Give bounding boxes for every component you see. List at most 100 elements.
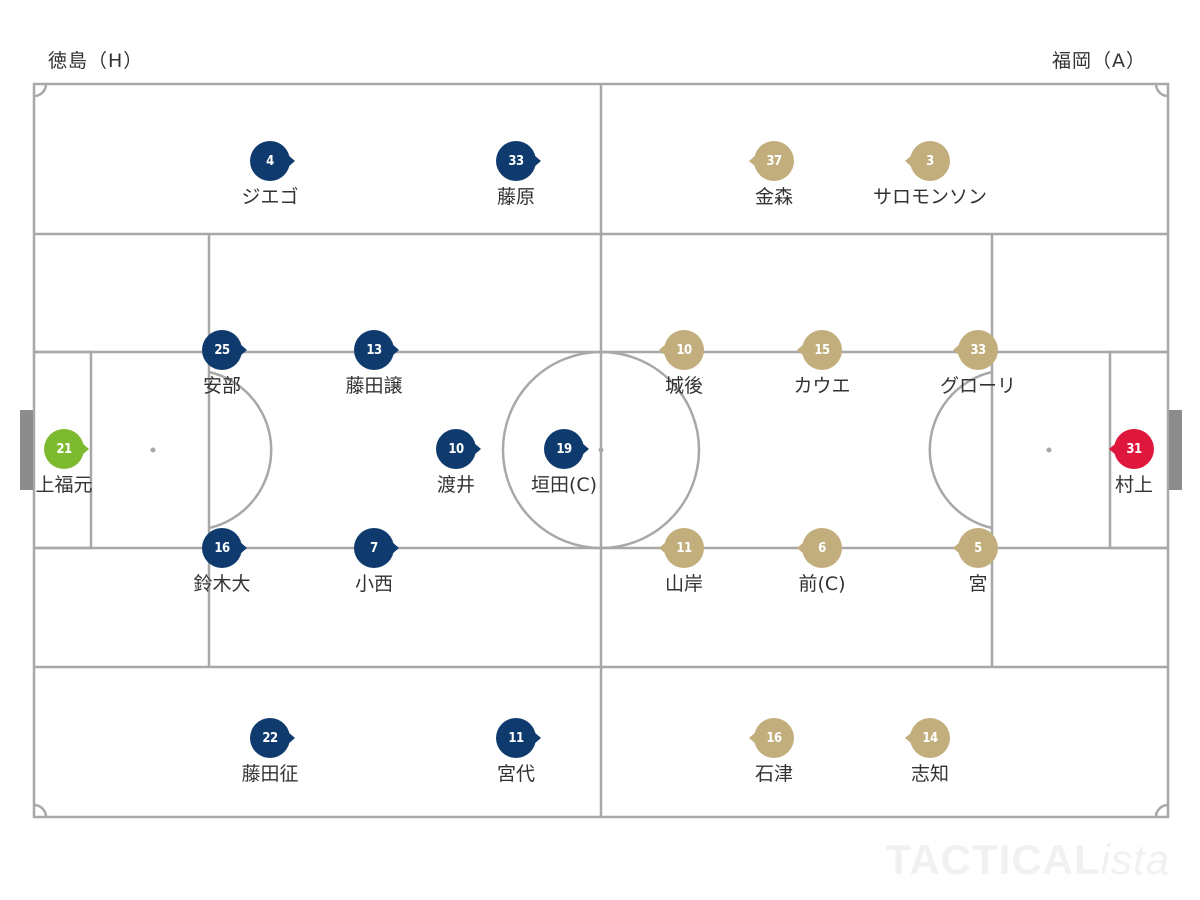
player-marker: 14 [905, 718, 950, 758]
player-name: 鈴木大 [193, 573, 251, 595]
direction-left-icon [797, 542, 804, 554]
center-circle [501, 350, 701, 550]
player-marker: 10 [659, 330, 704, 370]
player-marker: 33 [953, 330, 998, 370]
away-player-5: 33 グローリ [898, 330, 1058, 410]
direction-left-icon [659, 344, 666, 356]
player-name: 志知 [910, 763, 949, 785]
corner-arc-br [1154, 803, 1169, 818]
player-name: 宮 [968, 573, 988, 595]
player-name: 垣田(C) [530, 474, 598, 496]
player-marker: 10 [436, 429, 481, 469]
watermark-italic: ista [1100, 836, 1170, 883]
away-player-4: 15 カウエ [742, 330, 902, 410]
player-marker: 16 [202, 528, 247, 568]
penalty-arc-right [928, 370, 993, 530]
player-name: 村上 [1114, 474, 1153, 496]
player-number: 10 [664, 330, 704, 370]
player-name: グローリ [939, 375, 1016, 397]
away-player-7: 6 前(C) [742, 528, 902, 608]
player-name: カウエ [793, 375, 851, 397]
player-number: 4 [250, 141, 290, 181]
player-name: 藤田征 [241, 763, 299, 785]
player-number: 13 [354, 330, 394, 370]
direction-right-icon [534, 155, 541, 167]
away-player-1: 37 金森 [694, 141, 854, 221]
home-player-3: 16 鈴木大 [142, 528, 302, 608]
home-player-4: 22 藤田征 [190, 718, 350, 798]
player-number: 16 [754, 718, 794, 758]
corner-arc-tl [33, 83, 48, 98]
home-team-label: 徳島（H） [48, 50, 144, 72]
away-player-3: 10 城後 [604, 330, 764, 410]
goal-right [1169, 410, 1182, 490]
player-number: 22 [250, 718, 290, 758]
direction-left-icon [953, 542, 960, 554]
player-marker: 5 [953, 528, 998, 568]
player-name: 上福元 [35, 474, 93, 496]
away-player-6: 11 山岸 [604, 528, 764, 608]
player-number: 16 [202, 528, 242, 568]
player-number: 33 [958, 330, 998, 370]
goal-area-left [34, 350, 93, 550]
home-player-9: 33 藤原 [436, 141, 596, 221]
direction-right-icon [82, 443, 89, 455]
player-marker: 37 [749, 141, 794, 181]
player-number: 21 [44, 429, 84, 469]
direction-left-icon [659, 542, 666, 554]
home-player-8: 19 垣田(C) [484, 429, 644, 509]
home-player-1: 4 ジエゴ [190, 141, 350, 221]
direction-left-icon [1109, 443, 1116, 455]
home-player-0: 21 上福元 [0, 429, 144, 509]
player-marker: 31 [1109, 429, 1154, 469]
direction-right-icon [240, 542, 247, 554]
penalty-spot-left [150, 447, 156, 453]
player-number: 33 [496, 141, 536, 181]
player-marker: 21 [44, 429, 89, 469]
player-marker: 13 [354, 330, 399, 370]
player-marker: 33 [496, 141, 541, 181]
away-player-0: 31 村上 [1054, 429, 1200, 509]
player-marker: 4 [250, 141, 295, 181]
direction-left-icon [905, 732, 912, 744]
player-marker: 7 [354, 528, 399, 568]
player-name: 藤原 [496, 186, 535, 208]
player-name: 前(C) [798, 573, 846, 595]
goal-left [20, 410, 33, 490]
player-number: 19 [544, 429, 584, 469]
player-name: 城後 [664, 375, 703, 397]
player-marker: 11 [659, 528, 704, 568]
direction-left-icon [749, 732, 756, 744]
home-player-10: 11 宮代 [436, 718, 596, 798]
away-team-label: 福岡（A） [1052, 50, 1146, 72]
player-name: サロモンソン [872, 186, 987, 208]
player-name: 山岸 [664, 573, 703, 595]
direction-right-icon [474, 443, 481, 455]
player-number: 31 [1114, 429, 1154, 469]
watermark-main: TACTICAL [885, 836, 1101, 883]
player-number: 6 [802, 528, 842, 568]
player-number: 15 [802, 330, 842, 370]
direction-right-icon [582, 443, 589, 455]
player-number: 11 [496, 718, 536, 758]
player-marker: 22 [250, 718, 295, 758]
home-player-6: 7 小西 [294, 528, 454, 608]
player-marker: 15 [797, 330, 842, 370]
player-name: ジエゴ [241, 186, 299, 208]
player-name: 宮代 [496, 763, 535, 785]
player-marker: 25 [202, 330, 247, 370]
player-name: 小西 [354, 573, 393, 595]
player-name: 金森 [754, 186, 793, 208]
player-number: 37 [754, 141, 794, 181]
penalty-arc-left [208, 370, 273, 530]
penalty-spot-right [1046, 447, 1052, 453]
player-name: 渡井 [436, 474, 475, 496]
watermark: TACTICALista [886, 836, 1170, 884]
direction-right-icon [392, 344, 399, 356]
player-marker: 6 [797, 528, 842, 568]
